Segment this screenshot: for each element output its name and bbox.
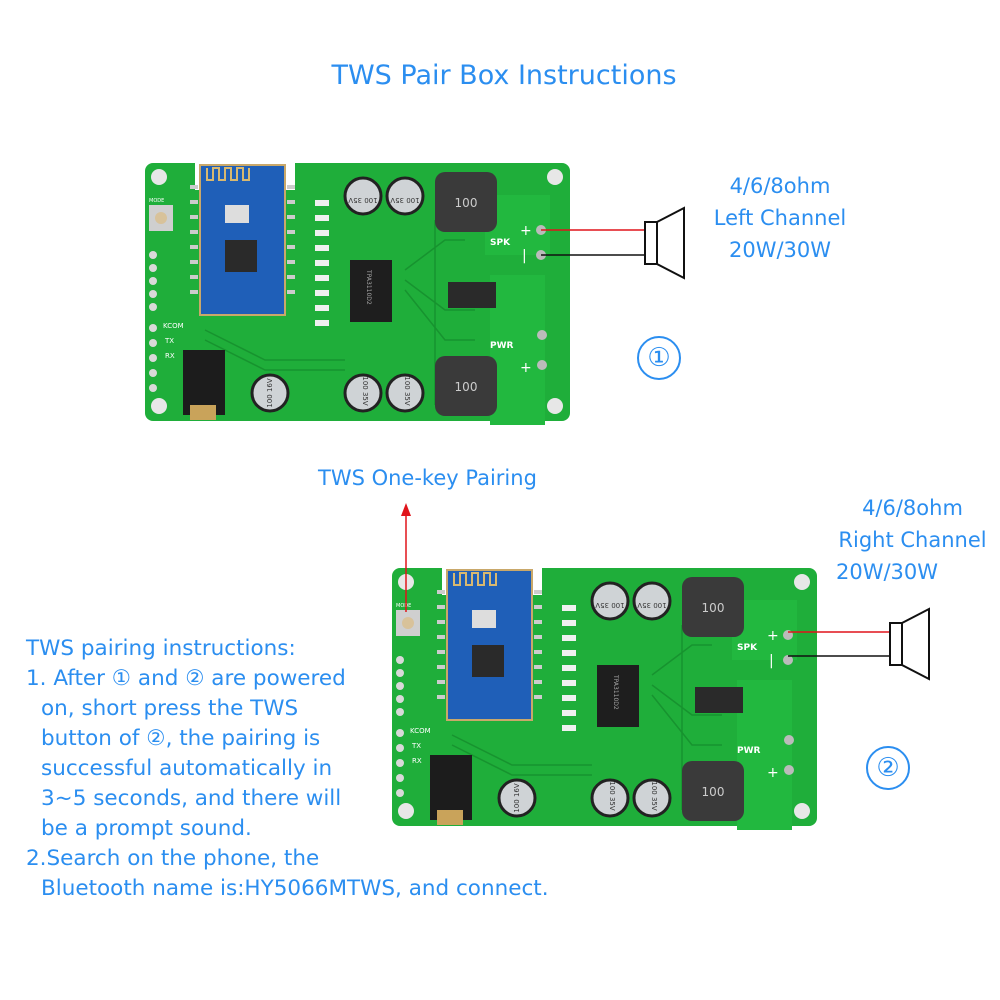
right-speaker-spec: 4/6/8ohm Right Channel 20W/30W: [830, 492, 995, 588]
antenna-icon: [206, 167, 250, 181]
capacitor-label: 100 35V: [390, 196, 419, 204]
pwr-label: PWR: [737, 746, 761, 756]
instruction-line: button of ②, the pairing is: [41, 726, 321, 751]
channel: Right Channel: [838, 528, 987, 552]
capacitor-label: 100 35V: [348, 196, 377, 204]
diode: [695, 687, 743, 713]
speaker-icon: [644, 206, 685, 280]
instruction-line: 1. After ① and ② are powered: [26, 666, 346, 691]
pwr-negative-terminal[interactable]: [537, 330, 547, 340]
inductor-label: 100: [702, 785, 725, 799]
power: 20W/30W: [728, 238, 832, 262]
inductor: [435, 172, 497, 232]
rx-label: RX: [165, 352, 175, 360]
capacitor: 100 35V: [632, 581, 672, 621]
capacitor: 100 16V: [250, 373, 290, 413]
capacitor-label: 100 16V: [266, 378, 274, 407]
mode-label: MODE: [149, 198, 164, 204]
inductor: [682, 577, 744, 637]
spk-negative-terminal[interactable]: [783, 655, 793, 665]
instruction-line: on, short press the TWS: [41, 696, 299, 721]
diode: [448, 282, 496, 308]
amplifier-board-left: MODE KCOM TX RX TPA3110D2 100 35V 100 35…: [145, 160, 570, 425]
spk-label: SPK: [737, 643, 758, 653]
inductor: [682, 761, 744, 821]
capacitor-label: 100 35V: [403, 376, 411, 405]
kcom-label: KCOM: [410, 727, 431, 735]
instruction-line: be a prompt sound.: [41, 816, 252, 841]
audio-jack: [430, 755, 472, 820]
inductor-label: 100: [455, 196, 478, 210]
left-speaker-spec: 4/6/8ohm Left Channel 20W/30W: [700, 170, 860, 266]
tx-label: TX: [411, 742, 421, 750]
bt-chip: [472, 645, 504, 677]
capacitor-label: 100 35V: [608, 781, 616, 810]
instruction-line: 3~5 seconds, and there will: [41, 786, 342, 811]
tx-label: TX: [164, 337, 174, 345]
instruction-line: Bluetooth name is:HY5066MTWS, and connec…: [41, 876, 549, 901]
pairing-label: TWS One-key Pairing: [318, 466, 537, 490]
capacitor: 100 35V: [343, 373, 383, 413]
inductor-label: 100: [702, 601, 725, 615]
spk-positive-terminal[interactable]: [536, 225, 546, 235]
plus-mark: +: [767, 765, 779, 781]
chip-label: TPA3110D2: [365, 269, 372, 305]
plus-mark: +: [520, 223, 532, 239]
capacitor-label: 100 16V: [513, 783, 521, 812]
arrow-head-icon: [401, 503, 411, 516]
pwr-negative-terminal[interactable]: [784, 735, 794, 745]
minus-mark: |: [522, 248, 527, 264]
capacitor: 100 35V: [343, 176, 383, 216]
inductor: [435, 356, 497, 416]
capacitor: 100 35V: [385, 176, 425, 216]
instruction-line: 2.Search on the phone, the: [26, 846, 320, 871]
capacitor: 100 35V: [385, 373, 425, 413]
channel: Left Channel: [713, 206, 847, 230]
speaker-icon: [889, 607, 930, 681]
plus-mark: +: [520, 360, 532, 376]
capacitor-label: 100 35V: [361, 376, 369, 405]
capacitor: 100 35V: [590, 581, 630, 621]
audio-jack: [183, 350, 225, 415]
capacitor-label: 100 35V: [637, 601, 666, 609]
amplifier-chip: [597, 665, 639, 727]
capacitor: 100 35V: [590, 778, 630, 818]
board-1-badge: ①: [637, 336, 681, 380]
instructions-heading: TWS pairing instructions:: [26, 636, 296, 661]
page-title: TWS Pair Box Instructions: [331, 60, 677, 91]
bt-chip: [225, 240, 257, 272]
pwr-positive-terminal[interactable]: [784, 765, 794, 775]
kcom-label: KCOM: [163, 322, 184, 330]
pwr-label: PWR: [490, 341, 514, 351]
chip-label: TPA3110D2: [612, 674, 619, 710]
inductor-label: 100: [455, 380, 478, 394]
capacitor-label: 100 35V: [595, 601, 624, 609]
amplifier-chip: [350, 260, 392, 322]
pwr-positive-terminal[interactable]: [537, 360, 547, 370]
spk-label: SPK: [490, 238, 511, 248]
impedance: 4/6/8ohm: [862, 496, 963, 520]
instruction-line: successful automatically in: [41, 756, 333, 781]
spk-positive-terminal[interactable]: [783, 630, 793, 640]
capacitor: 100 16V: [497, 778, 537, 818]
spk-negative-terminal[interactable]: [536, 250, 546, 260]
plus-mark: +: [767, 628, 779, 644]
mode-label: MODE: [396, 603, 411, 609]
power: 20W/30W: [836, 560, 939, 584]
capacitor-label: 100 35V: [650, 781, 658, 810]
minus-mark: |: [769, 653, 774, 669]
capacitor: 100 35V: [632, 778, 672, 818]
antenna-icon: [453, 572, 497, 586]
impedance: 4/6/8ohm: [729, 174, 831, 198]
amplifier-board-right-art: MODE KCOM TX RX TPA3110D2 100 35V 100 35…: [392, 565, 817, 830]
pairing-instructions: TWS pairing instructions: 1. After ① and…: [26, 634, 549, 904]
rx-label: RX: [412, 757, 422, 765]
board-2-badge: ②: [866, 746, 910, 790]
